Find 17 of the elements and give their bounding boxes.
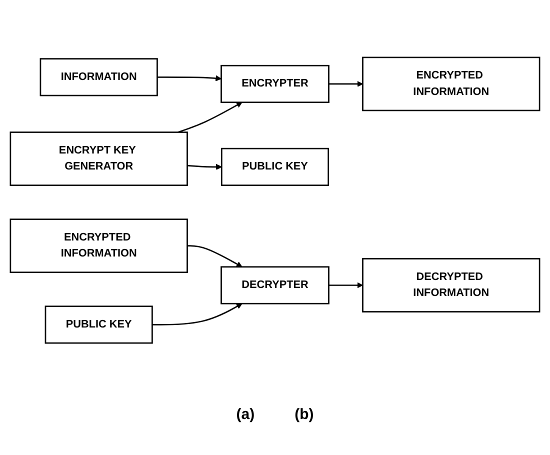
arrow xyxy=(328,80,364,87)
node-box: INFORMATION xyxy=(40,58,158,96)
arrow xyxy=(152,303,242,326)
node-box: ENCRYPTER xyxy=(220,64,330,103)
panel-label: (a) xyxy=(236,406,255,423)
node-box: PUBLIC KEY xyxy=(220,148,330,186)
arrow xyxy=(157,75,222,81)
node-box: ENCRYPTED INFORMATION xyxy=(10,218,188,273)
arrow xyxy=(328,282,364,288)
arrow xyxy=(187,164,222,170)
arrow xyxy=(187,244,242,267)
node-box: DECRYPTER xyxy=(220,266,330,304)
node-box: DECRYPTED INFORMATION xyxy=(362,258,540,312)
node-box: ENCRYPT KEY GENERATOR xyxy=(10,131,188,186)
node-box: PUBLIC KEY xyxy=(44,305,153,344)
panel-label: (b) xyxy=(294,406,314,423)
node-box: ENCRYPTED INFORMATION xyxy=(362,56,540,111)
